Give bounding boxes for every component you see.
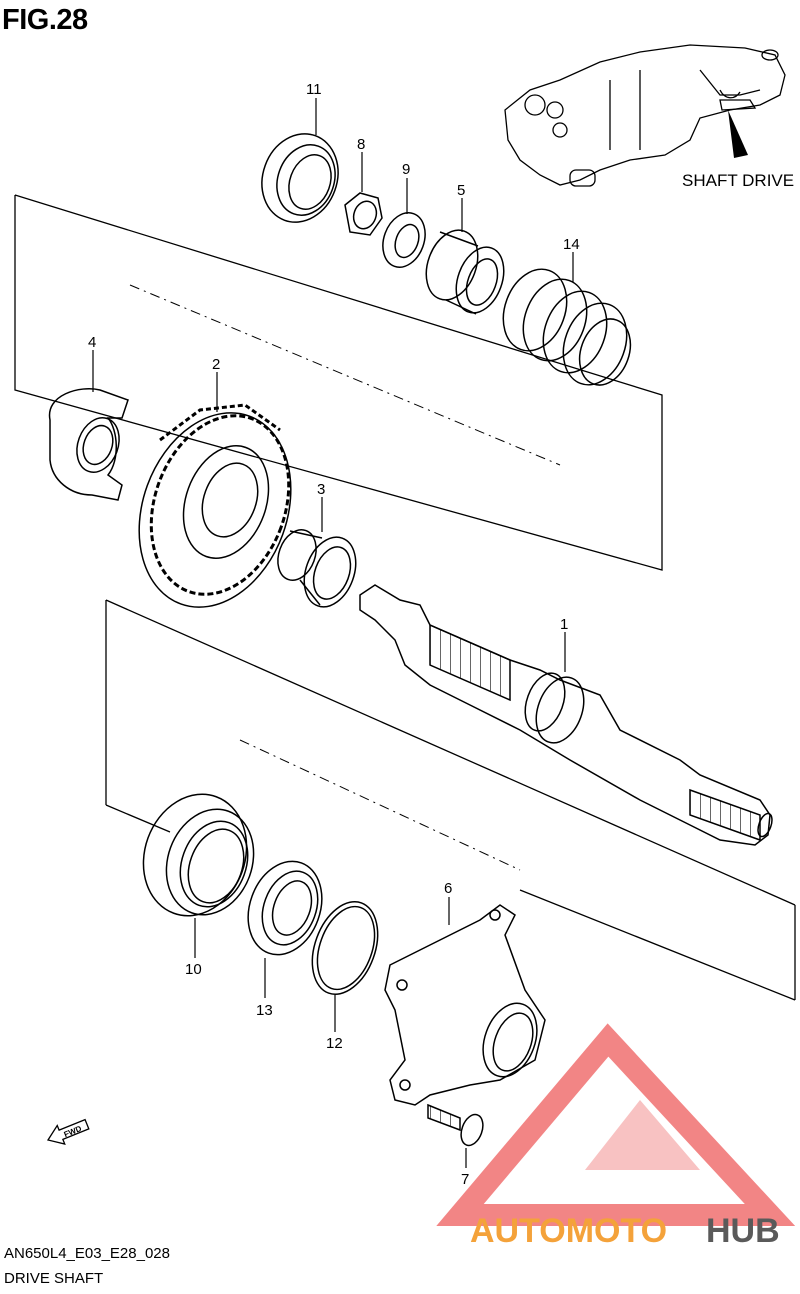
part-5-bushing xyxy=(425,229,505,315)
assembly-outline-upper xyxy=(14,194,663,571)
assembly-axis xyxy=(129,284,561,871)
callout-7: 7 xyxy=(461,1171,469,1188)
callout-5: 5 xyxy=(457,182,465,199)
part-11-oil-seal xyxy=(261,133,339,223)
callout-9: 9 xyxy=(402,161,410,178)
callout-11: 11 xyxy=(306,81,322,98)
figure-title: FIG.28 xyxy=(2,4,88,36)
callout-8: 8 xyxy=(357,136,365,153)
part-7-bolt xyxy=(427,1103,484,1147)
part-9-washer xyxy=(382,212,426,268)
callout-10: 10 xyxy=(185,961,202,978)
watermark-logo xyxy=(436,1023,796,1226)
callout-4: 4 xyxy=(88,334,96,351)
fwd-label: FWD xyxy=(63,1124,83,1139)
callout-3: 3 xyxy=(317,481,325,498)
part-1-drive-shaft xyxy=(359,584,773,846)
part-3-collar xyxy=(277,529,357,608)
callout-14: 14 xyxy=(563,236,580,253)
part-8-nut xyxy=(344,192,383,236)
part-2-gear xyxy=(138,403,292,608)
shaft-drive-label: SHAFT DRIVE xyxy=(682,171,794,190)
watermark-text-hub: HUB xyxy=(706,1212,780,1250)
callout-2: 2 xyxy=(212,356,220,373)
assembly-outline-lower xyxy=(105,599,796,1001)
figure-name: DRIVE SHAFT xyxy=(4,1270,104,1287)
callout-12: 12 xyxy=(326,1035,343,1052)
shaft-drive-pointer-icon xyxy=(728,110,748,158)
part-6-housing xyxy=(384,904,546,1106)
callout-6: 6 xyxy=(444,880,452,897)
callout-leaders xyxy=(92,98,574,1168)
part-4-cam-dog xyxy=(48,388,129,501)
part-12-o-ring xyxy=(311,900,379,996)
callout-13: 13 xyxy=(256,1002,273,1019)
part-10-bearing xyxy=(142,793,255,917)
fwd-arrow-icon: FWD xyxy=(46,1118,90,1145)
figure-code: AN650L4_E03_E28_028 xyxy=(4,1245,170,1262)
part-13-oil-seal xyxy=(247,860,323,956)
engine-inset xyxy=(504,44,786,187)
watermark-text-automoto: AUTOMOTO xyxy=(470,1212,667,1250)
part-14-spring xyxy=(502,268,632,386)
callout-1: 1 xyxy=(560,616,568,633)
